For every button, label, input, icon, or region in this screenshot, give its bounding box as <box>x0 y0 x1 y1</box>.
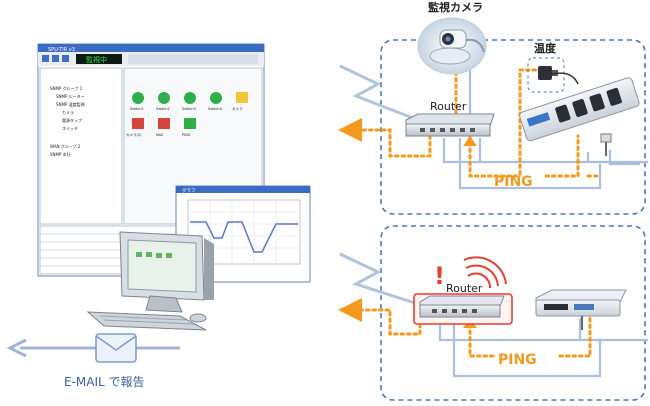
desktop-computer <box>86 231 214 331</box>
tree-item-4[interactable]: カメラ <box>62 109 74 115</box>
router-bottom-label: Router <box>446 282 483 295</box>
alarm-waves <box>463 256 507 289</box>
ping-top-label: PING <box>494 174 533 190</box>
temperature-sensor <box>527 57 579 93</box>
power-strip <box>519 77 640 156</box>
graph-window-title: グラフ <box>182 187 196 194</box>
site-box-bottom <box>380 225 646 401</box>
network-device <box>535 289 627 330</box>
icon-label-7: NAS <box>156 133 164 137</box>
router-top <box>405 113 495 137</box>
ping-bottom-label: PING <box>498 352 537 368</box>
icon-label-5: カメラ <box>232 106 243 111</box>
camera-label: 監視カメラ <box>428 0 483 14</box>
icon-label-2: Switch2 <box>156 107 170 111</box>
email-arrow-head <box>6 338 27 358</box>
wan-link-bottom <box>339 252 419 306</box>
tree-item-7[interactable]: WAN グループ 2 <box>50 143 81 149</box>
ping-arrow-up-top <box>463 136 477 146</box>
ping-dots-top <box>338 68 602 178</box>
graph-window: グラフ <box>175 185 311 283</box>
icon-label-6: カメラ(2) <box>126 132 142 137</box>
tree-item-5[interactable]: 電源タップ <box>62 117 82 123</box>
tree-item-3[interactable]: SNMP 温度監視 <box>56 101 85 107</box>
icon-label-1: Switch1 <box>130 107 144 111</box>
tree-item-6[interactable]: スイッチ <box>62 126 78 131</box>
tree-item-2[interactable]: SNMP ルーター <box>56 93 85 99</box>
temperature-label: 温度 <box>534 41 557 55</box>
alarm-mark: ! <box>434 262 445 290</box>
bottom-cabling <box>438 318 648 378</box>
surveillance-camera <box>417 17 487 75</box>
router-top-label: Router <box>430 100 467 113</box>
icon-label-4: Switch4 <box>208 107 223 111</box>
email-label: E-MAIL で報告 <box>64 375 145 389</box>
tree-item-8[interactable]: SNMP 本社 <box>50 151 71 157</box>
email-envelope-icon <box>95 333 137 363</box>
tree-item-1[interactable]: SNMP グループ 1 <box>50 85 83 91</box>
monitor-app-title: SPU-TIR v3 <box>48 47 75 53</box>
icon-label-8: PING <box>182 133 191 137</box>
wan-link-top <box>339 64 419 122</box>
icon-label-3: Switch3 <box>182 107 196 111</box>
site-box-top <box>380 39 646 215</box>
ping-dots-bottom <box>338 298 592 358</box>
device-status-icons[interactable] <box>132 92 248 129</box>
monitor-status: 監視中 <box>86 55 107 64</box>
router-bottom-alert <box>413 293 513 325</box>
